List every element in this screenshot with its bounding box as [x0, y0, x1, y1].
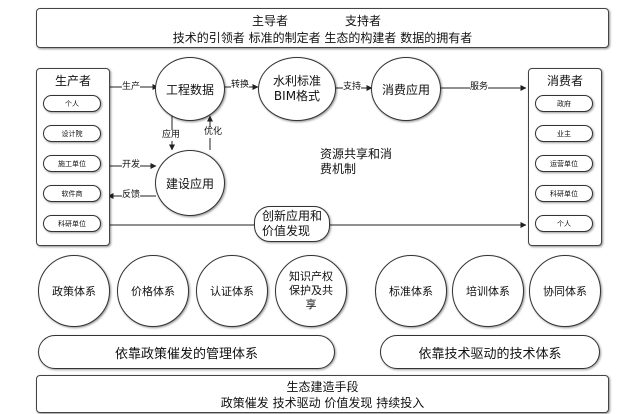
label-develop: 开发 — [122, 160, 141, 171]
engineering-data-circle: 工程数据 — [155, 57, 225, 121]
consumer-app-circle: 消费应用 — [371, 57, 441, 121]
bottom-banner: 生态建造手段 政策催发 技术驱动 价值发现 持续投入 — [36, 375, 609, 413]
producer-item-design-institute: 设计院 — [43, 125, 101, 142]
ecosystem-means-title: 生态建造手段 — [286, 380, 359, 394]
producer-item-individual: 个人 — [43, 95, 101, 112]
supporter-label: 支持者 — [345, 14, 382, 28]
top-banner: 主导者 支持者 技术的引领者 标准的制定者 生态的构建者 数据的拥有者 — [36, 8, 609, 48]
consumer-item-individual: 个人 — [535, 215, 593, 232]
producer-item-research-unit: 科研单位 — [43, 215, 101, 232]
label-feedback: 反馈 — [122, 190, 141, 201]
leader-label: 主导者 — [252, 14, 289, 28]
label-optimize: 优化 — [204, 127, 223, 138]
roles-line: 技术的引领者 标准的制定者 生态的构建者 数据的拥有者 — [172, 31, 473, 45]
bim-format-circle: 水利标准 BIM格式 — [258, 57, 336, 121]
consumer-item-owner: 业主 — [535, 125, 593, 142]
construction-app-circle: 建设应用 — [155, 150, 225, 216]
training-system-circle: 培训体系 — [452, 255, 524, 327]
price-system-circle: 价格体系 — [117, 255, 189, 327]
consumer-item-research-unit: 科研单位 — [535, 185, 593, 202]
ip-protection-circle: 知识产权 保护及共 享 — [275, 255, 347, 327]
producer-title: 生产者 — [54, 74, 91, 88]
policy-system-circle: 政策体系 — [38, 255, 110, 327]
producer-item-construction-unit: 施工单位 — [43, 155, 101, 172]
producer-box: 生产者 个人 设计院 施工单位 软件商 科研单位 — [36, 68, 110, 246]
resource-sharing-text: 资源共享和消 费机制 — [320, 147, 393, 176]
consumer-item-government: 政府 — [535, 95, 593, 112]
consumer-item-operator: 运营单位 — [535, 155, 593, 172]
label-convert: 转换 — [231, 80, 250, 91]
innovation-value-pill: 创新应用和 价值发现 — [254, 206, 330, 242]
standard-system-circle: 标准体系 — [375, 255, 447, 327]
collaboration-system-circle: 协同体系 — [529, 255, 601, 327]
label-apply: 应用 — [162, 130, 181, 141]
label-service: 服务 — [470, 82, 489, 93]
producer-item-software-vendor: 软件商 — [43, 185, 101, 202]
label-produce: 生产 — [122, 82, 141, 93]
consumer-box: 消费者 政府 业主 运营单位 科研单位 个人 — [528, 68, 602, 246]
ecosystem-means-list: 政策催发 技术驱动 价值发现 持续投入 — [220, 396, 425, 410]
certification-system-circle: 认证体系 — [196, 255, 268, 327]
label-support: 支持 — [343, 82, 362, 93]
policy-management-band: 依靠政策催发的管理体系 — [38, 335, 335, 369]
consumer-title: 消费者 — [546, 74, 583, 88]
tech-system-band: 依靠技术驱动的技术体系 — [380, 335, 600, 369]
